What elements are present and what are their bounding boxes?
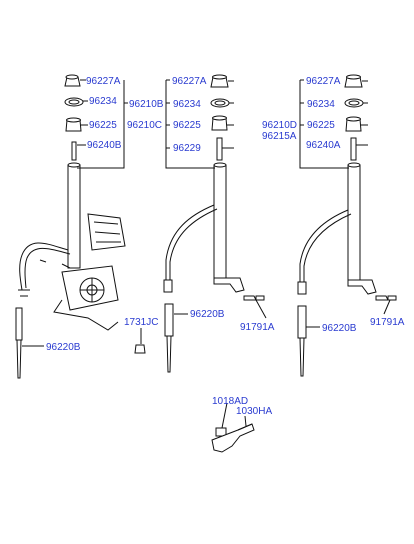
label-bottom-1030HA: 1030HA (236, 406, 272, 417)
label-right-96240A: 96240A (306, 140, 341, 151)
bottom-bracket-assembly (211, 423, 255, 453)
label-mid-96220B: 96220B (190, 309, 225, 320)
label-left-96210B: 96210B (129, 99, 164, 110)
label-right-96227A: 96227A (306, 76, 341, 87)
label-right-96225: 96225 (307, 120, 335, 131)
label-left-96220B: 96220B (46, 342, 81, 353)
label-left-96227A: 96227A (86, 76, 121, 87)
right-antenna-assembly (297, 74, 397, 377)
left-antenna-assembly (15, 74, 126, 379)
leader-lines (22, 79, 391, 429)
label-mid-96225: 96225 (173, 120, 201, 131)
middle-antenna-assembly (134, 74, 265, 373)
part-labels: 96227A 96234 96210B 96225 96240B 96220B … (46, 76, 405, 417)
label-mid-96227A: 96227A (172, 76, 207, 87)
label-right-91791A: 91791A (370, 317, 405, 328)
label-mid-96229: 96229 (173, 143, 201, 154)
label-mid-1731JC: 1731JC (124, 317, 158, 328)
label-left-96234: 96234 (89, 96, 117, 107)
label-mid-96210C: 96210C (127, 120, 162, 131)
label-right-96234: 96234 (307, 99, 335, 110)
label-bottom-1018AD: 1018AD (212, 396, 248, 407)
label-right-96220B: 96220B (322, 323, 357, 334)
label-right-96215A: 96215A (262, 131, 297, 142)
label-mid-91791A: 91791A (240, 322, 275, 333)
label-left-96240B: 96240B (87, 140, 122, 151)
label-mid-96234: 96234 (173, 99, 201, 110)
label-right-96210D: 96210D (262, 120, 297, 131)
label-left-96225: 96225 (89, 120, 117, 131)
